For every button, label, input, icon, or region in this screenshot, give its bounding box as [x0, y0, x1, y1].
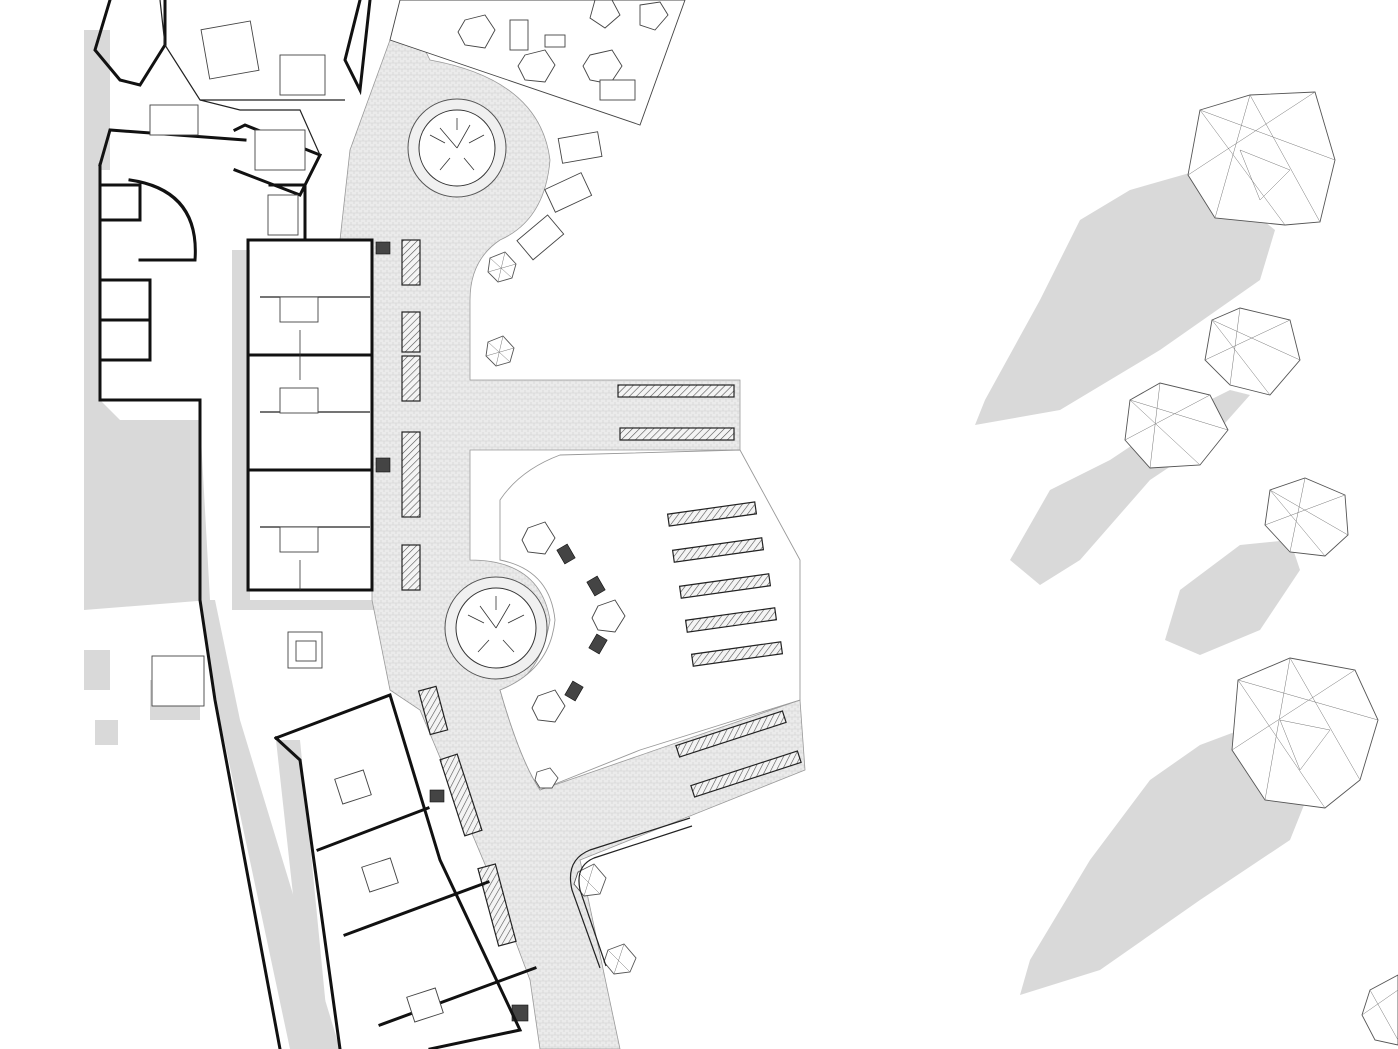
tree-icon: [485, 335, 515, 367]
patio-umbrella-icon: [589, 0, 621, 29]
upper-building: [93, 0, 372, 1049]
tree-icon: [1204, 307, 1301, 396]
tree-icon: [1264, 477, 1349, 557]
planter-icon: [684, 607, 778, 633]
planter-rows: [617, 384, 802, 798]
frontage-planters: [375, 239, 529, 1022]
tree-icon: [1124, 382, 1229, 469]
tree-icon: [573, 863, 607, 897]
planter-icon: [619, 427, 735, 441]
bench-icon: [586, 575, 606, 597]
paved-plaza: [339, 39, 806, 1049]
curved-seat-wall: [569, 817, 691, 969]
patio-umbrella-icon: [457, 14, 496, 49]
patio-umbrella-icon: [517, 49, 556, 83]
tree-icon: [1361, 974, 1398, 1046]
planter-icon: [675, 710, 787, 758]
planter-icon: [666, 501, 758, 527]
building-shadows: [84, 30, 380, 1049]
tree-icon: [603, 943, 637, 975]
planter-icon: [690, 750, 802, 798]
patio-umbrella-icon: [639, 1, 669, 31]
residential-units-middle: [246, 183, 374, 592]
planter-icon: [617, 384, 735, 398]
lounge-chairs: [516, 131, 603, 261]
patio-umbrella-icon: [521, 521, 556, 555]
tree-icon: [534, 767, 559, 789]
upper-terrace: [389, 0, 686, 126]
fountain-icon: [407, 98, 507, 198]
lawn-seating: [521, 521, 626, 723]
tree-icon: [1231, 657, 1379, 809]
tree-icon: [487, 251, 517, 283]
patio-umbrella-icon: [591, 599, 626, 633]
bench-icon: [556, 543, 576, 565]
planter-icon: [671, 537, 765, 563]
fountain-icon: [444, 576, 548, 680]
tree-icon: [1187, 91, 1336, 226]
planter-icon: [690, 641, 784, 667]
landscape-trees: [975, 91, 1398, 1046]
bench-icon: [564, 680, 584, 702]
plaza-trees: [485, 251, 637, 975]
patio-umbrella-icon: [531, 689, 566, 723]
residential-units-lower: [151, 631, 537, 1049]
planter-icon: [678, 573, 772, 599]
bench-icon: [588, 633, 608, 655]
